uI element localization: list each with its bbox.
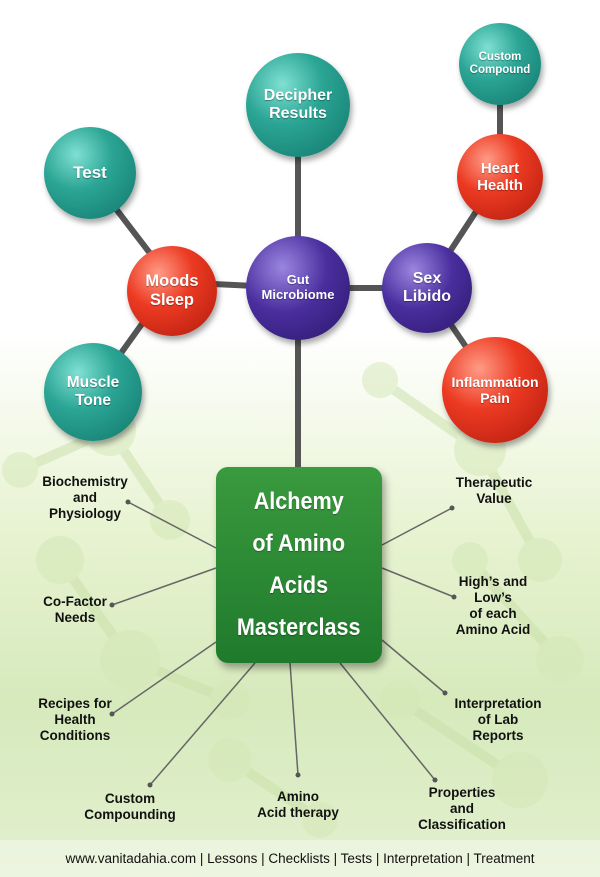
branch-line-cofactor [111, 567, 217, 606]
node-inflammation-pain: Inflammation Pain [442, 337, 548, 443]
node-custom-compound: Custom Compound [459, 23, 541, 105]
node-custom-compound-label: Custom Compound [469, 50, 531, 76]
node-moods-sleep-label: Moods Sleep [145, 272, 199, 309]
node-sex-libido: Sex Libido [382, 243, 472, 333]
branch-line-highs-lows [381, 567, 455, 598]
node-test-label: Test [73, 163, 107, 183]
masterclass-title: Alchemy of Amino Acids Masterclass [237, 488, 361, 641]
node-decipher-results: Decipher Results [246, 53, 350, 157]
branch-connectors [111, 501, 455, 786]
footer-links-bar: www.vanitadahia.com | Lessons | Checklis… [0, 840, 600, 877]
branch-line-properties [339, 662, 436, 781]
node-muscle-tone: Muscle Tone [44, 343, 142, 441]
branch-interpretation: Interpretation of Lab Reports [454, 696, 542, 743]
branch-line-therapeutic [381, 507, 453, 546]
branch-highs-lows: High’s and Low’s of each Amino Acid [455, 574, 531, 637]
node-heart-health-label: Heart Health [477, 159, 523, 194]
node-heart-health: Heart Health [457, 134, 543, 220]
node-gut-microbiome-label: Gut Microbiome [261, 272, 335, 302]
branch-endpoints [109, 499, 457, 788]
node-moods-sleep: Moods Sleep [127, 246, 217, 336]
branch-line-biochemistry [127, 501, 217, 549]
branch-line-amino-therapy [289, 662, 299, 776]
node-muscle-tone-label: Muscle Tone [66, 374, 120, 409]
node-inflammation-pain-label: Inflammation Pain [451, 373, 539, 406]
branch-biochemistry: Biochemistry and Physiology [42, 474, 128, 521]
branch-line-custom-compounding [149, 662, 256, 786]
branch-cofactor: Co-Factor Needs [43, 594, 107, 625]
node-gut-microbiome: Gut Microbiome [246, 236, 350, 340]
masterclass-box: Alchemy of Amino Acids Masterclass [216, 467, 382, 663]
branch-line-interpretation [381, 639, 446, 694]
branch-custom-compounding: Custom Compounding [84, 791, 176, 822]
branch-line-recipes [111, 641, 217, 715]
branch-properties: Properties and Classification [418, 785, 506, 832]
node-test: Test [44, 127, 136, 219]
branch-therapeutic: Therapeutic Value [455, 475, 533, 506]
node-sex-libido-label: Sex Libido [403, 269, 451, 305]
branch-amino-therapy: Amino Acid therapy [257, 789, 339, 820]
branch-recipes: Recipes for Health Conditions [38, 696, 112, 743]
node-decipher-results-label: Decipher Results [263, 86, 333, 122]
footer-text: www.vanitadahia.com | Lessons | Checklis… [65, 851, 535, 866]
